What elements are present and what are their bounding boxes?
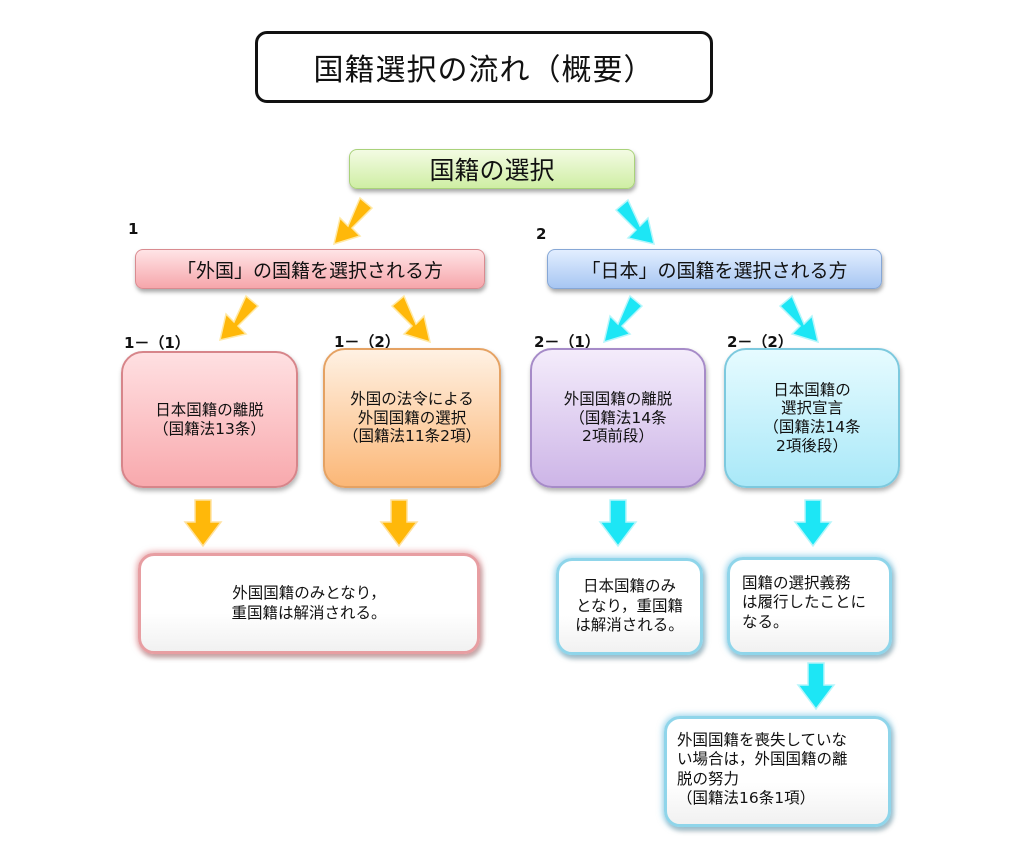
result-2-line: は解消される。 bbox=[575, 616, 684, 635]
followup-line: い場合は，外国国籍の離 bbox=[677, 750, 848, 769]
result-3-line: は履行したことに bbox=[742, 593, 867, 612]
result-obligation-fulfilled: 国籍の選択義務 は履行したことに なる。 bbox=[727, 557, 892, 655]
option-2-2-line: （国籍法14条 bbox=[763, 418, 861, 436]
option-1-1-line: 日本国籍の離脱 bbox=[155, 400, 264, 419]
diagram-title-text: 国籍選択の流れ（概要） bbox=[313, 53, 655, 88]
followup-line: （国籍法16条1項） bbox=[677, 789, 816, 808]
option-2-2-line: 日本国籍の bbox=[773, 380, 851, 399]
option-2-2-number: 2－（2） bbox=[727, 333, 793, 351]
result-japanese-only: 日本国籍のみ となり，重国籍 は解消される。 bbox=[556, 558, 703, 655]
result-3-line: なる。 bbox=[742, 612, 789, 631]
arrow-root-to-japan-icon bbox=[614, 198, 656, 246]
arrow-root-to-foreign-icon bbox=[332, 196, 374, 246]
result-2-line: となり，重国籍 bbox=[576, 596, 683, 615]
root-node-nationality-choice: 国籍の選択 bbox=[349, 149, 635, 189]
branch-japan-label: 「日本」の国籍を選択される方 bbox=[581, 259, 848, 282]
followup-line: 脱の努力 bbox=[677, 769, 740, 788]
option-1-2-line: （国籍法11条2項） bbox=[342, 427, 482, 446]
branch-1-number: 1 bbox=[128, 220, 139, 238]
option-renounce-foreign-nationality: 外国国籍の離脱 （国籍法14条 2項前段） bbox=[530, 348, 706, 488]
option-2-2-line: 2項後段） bbox=[776, 436, 848, 455]
option-declaration-of-japanese-nationality: 日本国籍の 選択宣言 （国籍法14条 2項後段） bbox=[724, 348, 900, 488]
option-foreign-law-selection: 外国の法令による 外国国籍の選択 （国籍法11条2項） bbox=[323, 348, 501, 488]
followup-line: 外国国籍を喪失していな bbox=[677, 731, 848, 749]
option-2-1-line: 外国国籍の離脱 bbox=[563, 390, 673, 409]
option-2-1-line: 2項前段） bbox=[582, 427, 654, 446]
option-2-1-number: 2－（1） bbox=[534, 333, 600, 351]
option-1-1-line: （国籍法13条） bbox=[153, 419, 266, 438]
option-1-2-line: 外国の法令による bbox=[350, 390, 474, 409]
arrow-japan-to-option-2-2-icon bbox=[778, 294, 820, 344]
result-3-line: 国籍の選択義務 bbox=[742, 574, 851, 592]
branch-2-number: 2 bbox=[536, 225, 547, 243]
branch-japan-nationality: 「日本」の国籍を選択される方 bbox=[547, 249, 882, 289]
option-2-1-line: （国籍法14条 bbox=[569, 408, 667, 427]
option-2-2-line: 選択宣言 bbox=[780, 399, 843, 418]
arrow-foreign-to-option-1-2-icon bbox=[390, 294, 432, 344]
diagram-title: 国籍選択の流れ（概要） bbox=[255, 31, 713, 103]
followup-renunciation-effort: 外国国籍を喪失していな い場合は，外国国籍の離 脱の努力 （国籍法16条1項） bbox=[664, 716, 891, 827]
arrow-foreign-to-option-1-1-icon bbox=[218, 294, 260, 342]
root-node-label: 国籍の選択 bbox=[429, 156, 555, 185]
arrow-down-result-to-followup-icon bbox=[796, 662, 836, 711]
option-1-1-number: 1－（1） bbox=[124, 334, 190, 352]
result-foreign-only: 外国国籍のみとなり， 重国籍は解消される。 bbox=[138, 553, 480, 654]
result-2-line: 日本国籍のみ bbox=[582, 577, 676, 596]
arrow-down-option-1-2-icon bbox=[379, 499, 419, 548]
branch-foreign-nationality: 「外国」の国籍を選択される方 bbox=[135, 249, 485, 289]
arrow-down-option-2-2-icon bbox=[793, 499, 833, 548]
branch-foreign-label: 「外国」の国籍を選択される方 bbox=[176, 259, 443, 282]
option-1-2-number: 1－（2） bbox=[334, 333, 400, 351]
option-renounce-japanese-nationality: 日本国籍の離脱 （国籍法13条） bbox=[121, 351, 298, 488]
result-1-line: 重国籍は解消される。 bbox=[231, 603, 387, 622]
arrow-down-option-2-1-icon bbox=[598, 499, 638, 548]
arrow-japan-to-option-2-1-icon bbox=[602, 294, 644, 344]
result-1-line: 外国国籍のみとなり， bbox=[232, 584, 386, 603]
arrow-down-option-1-1-icon bbox=[183, 499, 223, 548]
option-1-2-line: 外国国籍の選択 bbox=[357, 408, 467, 427]
